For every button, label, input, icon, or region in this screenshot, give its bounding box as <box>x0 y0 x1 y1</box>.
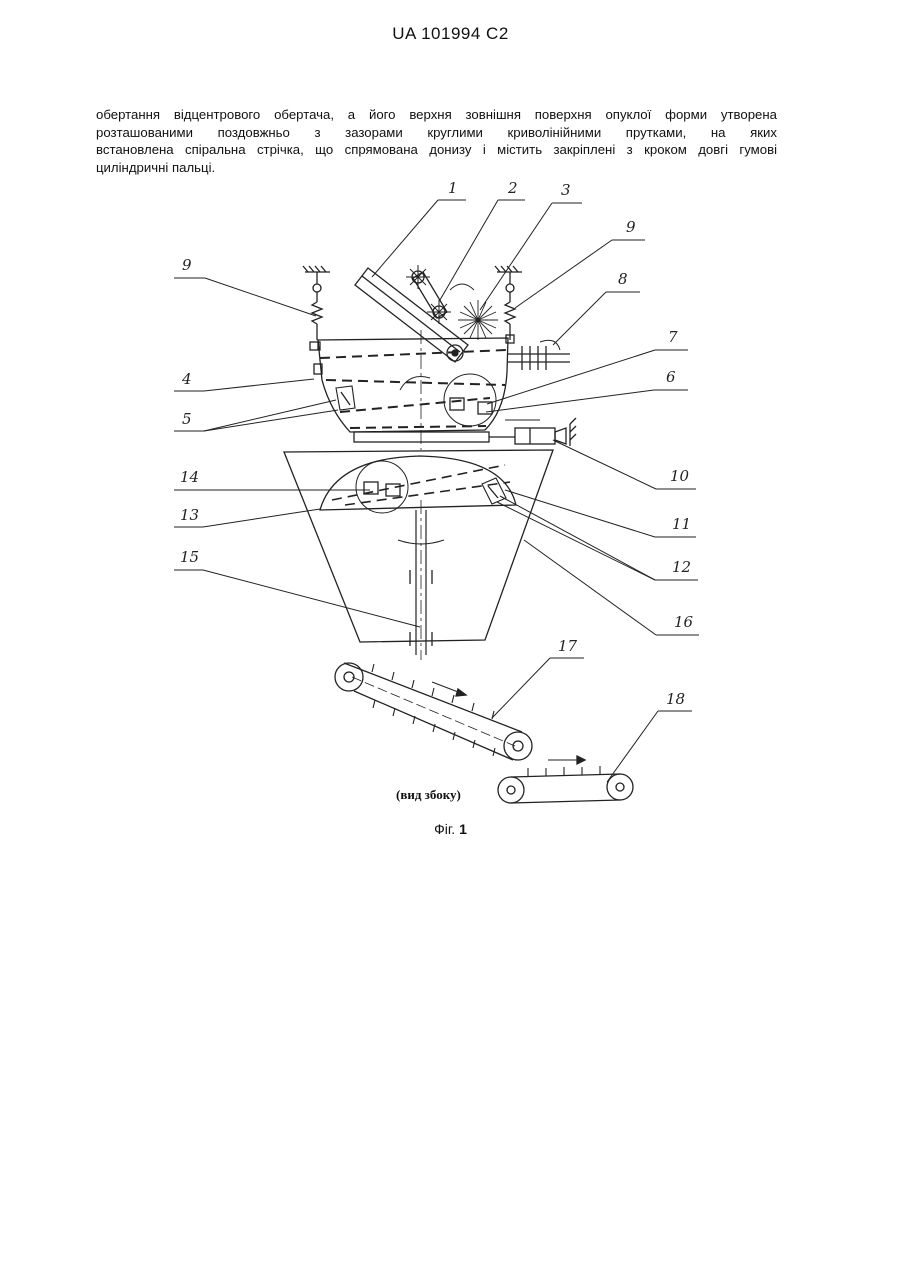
horizontal-conveyor <box>498 756 633 803</box>
callout-14: 14 <box>180 468 199 486</box>
callout-6: 6 <box>666 368 676 386</box>
right-spring-mount <box>495 266 522 340</box>
callout-16: 16 <box>674 613 694 631</box>
hydraulic-cylinder <box>354 418 576 446</box>
callout-11: 11 <box>672 515 691 533</box>
callout-5: 5 <box>182 410 192 428</box>
callout-1: 1 <box>448 179 458 197</box>
rotary-brush <box>458 300 498 340</box>
callout-17: 17 <box>558 637 578 655</box>
caption-prefix: Фіг. <box>434 821 455 837</box>
view-label: (вид збоку) <box>396 787 461 803</box>
callout-10: 10 <box>670 467 690 485</box>
callout-4: 4 <box>181 370 192 388</box>
callout-15: 15 <box>180 548 199 566</box>
upper-separator-housing <box>310 335 514 432</box>
callout-8: 8 <box>618 270 628 288</box>
callout-9-right: 9 <box>626 218 636 236</box>
callout-3: 3 <box>561 181 571 199</box>
callout-7: 7 <box>668 328 678 346</box>
callout-13: 13 <box>180 506 199 524</box>
caption-number: 1 <box>459 821 467 837</box>
callout-9-left: 9 <box>182 256 192 274</box>
inclined-conveyor <box>335 663 532 760</box>
callout-18: 18 <box>666 690 685 708</box>
feed-chute <box>355 268 468 362</box>
callout-2: 2 <box>507 179 518 197</box>
figure-caption: Фіг. 1 <box>0 821 901 837</box>
drive-gear <box>508 340 570 370</box>
lower-hopper <box>284 450 553 660</box>
left-spring-mount <box>303 266 330 340</box>
callout-12: 12 <box>672 558 691 576</box>
